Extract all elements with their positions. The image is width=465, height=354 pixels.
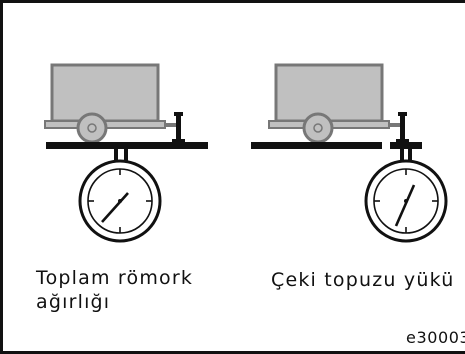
left-scale-gauge-icon: [78, 159, 162, 243]
left-trailer-icon: [44, 63, 180, 144]
left-platform: [46, 142, 208, 149]
right-scale-platform: [390, 142, 422, 149]
total-trailer-weight-label: Toplam römork ağırlığı: [36, 266, 193, 314]
right-ground-platform: [251, 142, 382, 149]
tongue-weight-label: Çeki topuzu yükü: [271, 269, 455, 291]
left-hitch-post-icon: [172, 112, 185, 143]
reference-code: e30003: [406, 328, 465, 347]
right-scale-gauge-icon: [364, 159, 448, 243]
right-hitch-post-icon: [396, 112, 409, 143]
total-trailer-weight-line1: Toplam römork: [36, 267, 194, 289]
left-illustration: [44, 63, 208, 243]
right-trailer-icon: [268, 63, 404, 144]
total-trailer-weight-line2: ağırlığı: [36, 291, 111, 313]
right-illustration: [251, 63, 448, 243]
